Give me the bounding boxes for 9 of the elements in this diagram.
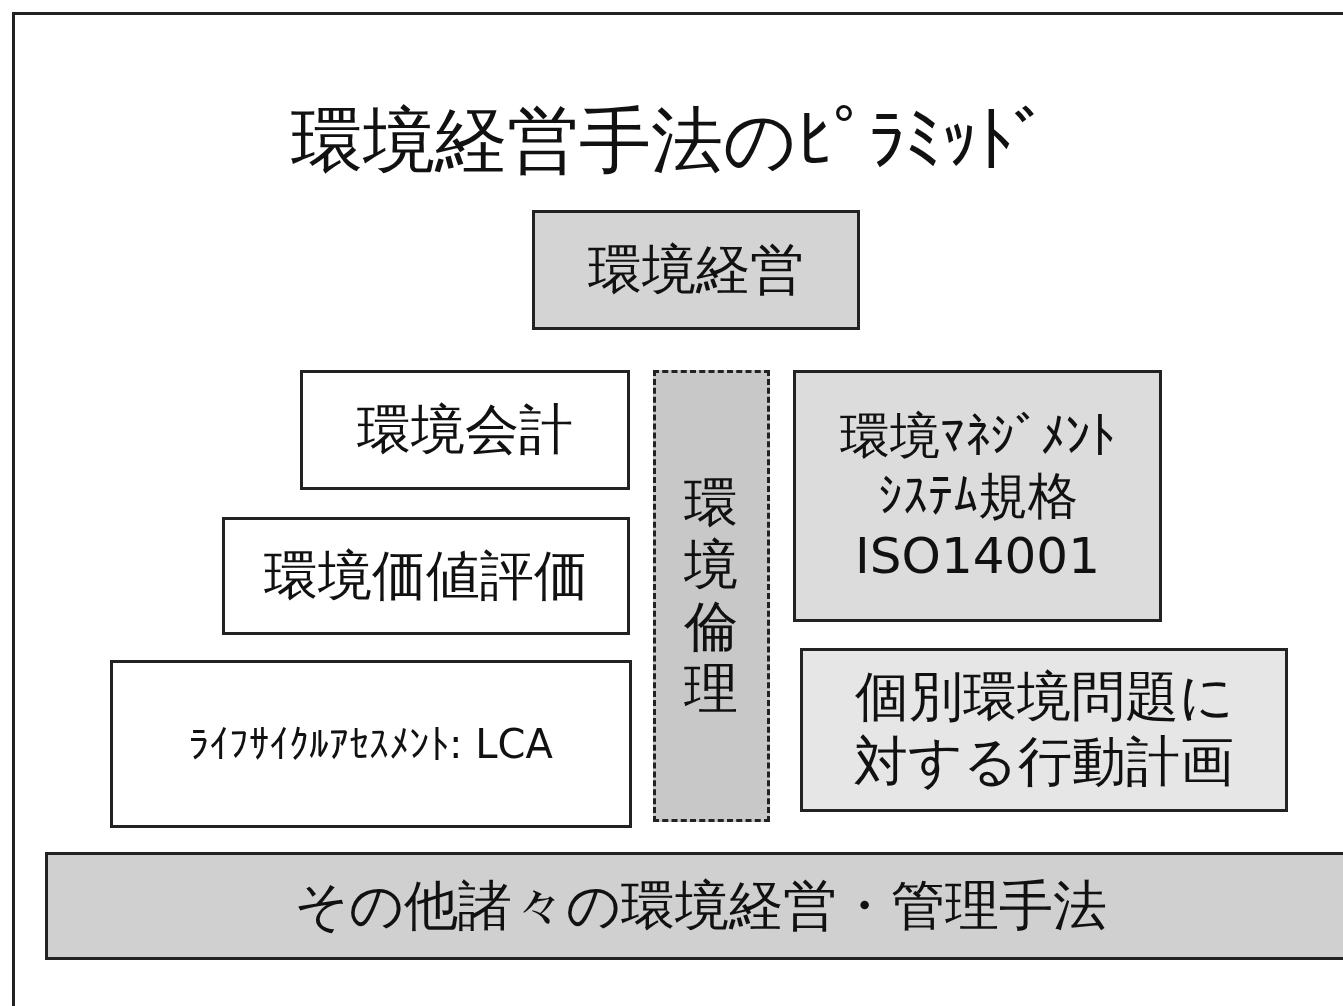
top-box: 環境経営 [532,210,860,330]
action-plan-box: 個別環境問題に対する行動計画 [800,648,1288,812]
title: 環境経営手法のﾋﾟﾗﾐｯﾄﾞ [290,97,1050,184]
method-box: ﾗｲﾌｻｲｸﾙｱｾｽﾒﾝﾄ: LCA [110,660,632,828]
base-band: その他諸々の環境経営・管理手法 [45,852,1343,960]
method-box: 環境価値評価 [222,517,630,635]
method-box: 環境会計 [300,370,630,490]
ethics-column: 環境倫理 [653,370,770,822]
standard-box: 環境ﾏﾈｼﾞﾒﾝﾄｼｽﾃﾑ規格 ISO14001 [793,370,1162,622]
